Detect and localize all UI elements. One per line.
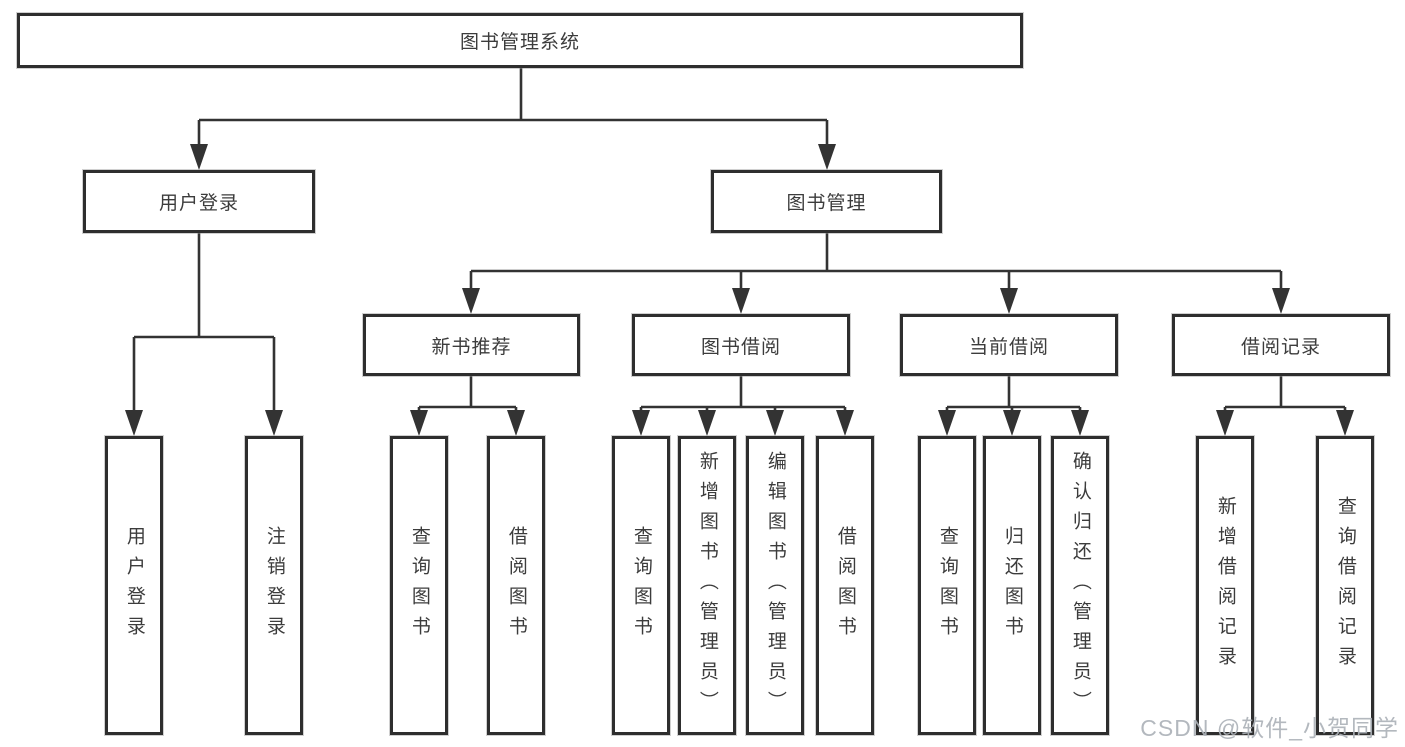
csdn-watermark: CSDN @软件_小贺同学 (1140, 715, 1399, 741)
node-user-login-label: 用户登录 (158, 193, 239, 214)
node-user-login: 用户登录 (83, 170, 315, 233)
node-root: 图书管理系统 (17, 13, 1023, 68)
leaf-add-books-admin-label: 新增图书（管理员） (696, 450, 718, 721)
node-borrowing-records: 借阅记录 (1172, 314, 1390, 376)
leaf-recommend-borrow-books: 借阅图书 (487, 436, 545, 735)
leaf-user-login-label: 用户登录 (123, 525, 145, 646)
arrowheads (125, 144, 1354, 436)
node-borrowing-records-label: 借阅记录 (1240, 336, 1321, 358)
node-book-management-label: 图书管理 (786, 193, 867, 214)
leaf-recommend-borrow-books-label: 借阅图书 (505, 525, 527, 646)
leaf-borrow-books-label: 借阅图书 (834, 525, 856, 646)
leaf-return-books-label: 归还图书 (1001, 525, 1023, 646)
leaf-borrow-query-books-label: 查询图书 (630, 525, 652, 646)
leaf-confirm-return-admin-label: 确认归还（管理员） (1069, 450, 1091, 721)
leaf-add-books-admin: 新增图书（管理员） (678, 436, 736, 735)
leaf-logout-label: 注销登录 (263, 525, 285, 646)
leaf-edit-books-admin-label: 编辑图书（管理员） (764, 450, 786, 721)
node-new-book-recommendation: 新书推荐 (363, 314, 580, 376)
leaf-user-login: 用户登录 (105, 436, 163, 735)
node-book-management: 图书管理 (711, 170, 942, 233)
leaf-recommend-query-books-label: 查询图书 (408, 525, 430, 646)
node-book-borrowing: 图书借阅 (632, 314, 850, 376)
node-current-borrowing: 当前借阅 (900, 314, 1118, 376)
leaf-recommend-query-books: 查询图书 (390, 436, 448, 735)
leaf-query-borrow-record-label: 查询借阅记录 (1334, 495, 1356, 676)
leaf-borrow-query-books: 查询图书 (612, 436, 670, 735)
leaf-current-query-books: 查询图书 (918, 436, 976, 735)
node-current-borrowing-label: 当前借阅 (968, 336, 1049, 358)
node-new-book-recommendation-label: 新书推荐 (431, 336, 512, 358)
leaf-current-query-books-label: 查询图书 (936, 525, 958, 646)
leaf-logout: 注销登录 (245, 436, 303, 735)
leaf-borrow-books: 借阅图书 (816, 436, 874, 735)
leaf-add-borrow-record: 新增借阅记录 (1196, 436, 1254, 735)
node-root-label: 图书管理系统 (459, 32, 580, 53)
node-book-borrowing-label: 图书借阅 (700, 336, 781, 358)
leaf-edit-books-admin: 编辑图书（管理员） (746, 436, 804, 735)
leaf-query-borrow-record: 查询借阅记录 (1316, 436, 1374, 735)
leaf-add-borrow-record-label: 新增借阅记录 (1214, 495, 1236, 676)
leaf-confirm-return-admin: 确认归还（管理员） (1051, 436, 1109, 735)
leaf-return-books: 归还图书 (983, 436, 1041, 735)
